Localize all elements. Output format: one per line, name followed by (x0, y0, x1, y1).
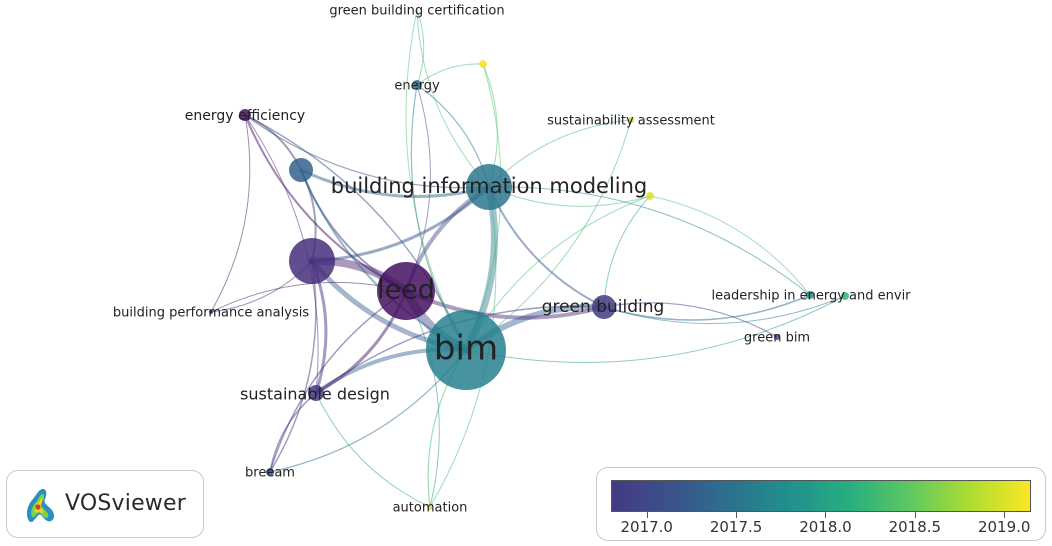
legend-tick-label: 2017.5 (709, 518, 763, 536)
link-leadership-bim_modeling (488, 186, 811, 296)
color-legend: 2017.0 2017.5 2018.0 2018.5 2019.0 (596, 467, 1046, 541)
vosviewer-logo-text: VOSviewer (65, 491, 186, 516)
legend-tick (914, 512, 916, 518)
link-breeam-leed (269, 290, 407, 473)
link-green_cert-bim (405, 9, 467, 351)
node-energy-efficiency[interactable] (239, 109, 251, 121)
label-bim[interactable]: bim (434, 329, 498, 369)
legend-tick (646, 512, 648, 518)
network-labels: bim leed building information modeling gree… (113, 4, 911, 516)
network-nodes (209, 60, 849, 510)
node-unlabeled-small[interactable] (289, 158, 313, 182)
link-yellow_mid-leadership (649, 195, 811, 296)
node-leadership[interactable] (806, 291, 814, 299)
color-scale-bar (611, 480, 1031, 512)
link-unlabeled_big-bim_modeling (310, 185, 491, 263)
link-automation-sustainable_design (315, 392, 431, 508)
link-green_cert-bim_modeling (416, 9, 490, 188)
node-automation[interactable] (427, 504, 433, 510)
node-sust-assessment[interactable] (628, 117, 634, 123)
label-bpa[interactable]: building performance analysis (113, 306, 309, 321)
label-green-cert[interactable]: green building certification (329, 4, 504, 19)
link-green_cert-energy (416, 9, 425, 86)
label-energy[interactable]: energy (394, 79, 440, 94)
link-energy_efficiency-leed (244, 114, 407, 292)
link-unlabeled_small-bim_modeling (299, 168, 491, 198)
link-green_building-green_dot (603, 295, 846, 325)
label-bim-modeling[interactable]: building information modeling (331, 174, 648, 198)
legend-tick-label: 2018.0 (799, 518, 852, 536)
vosviewer-logo: VOSviewer (6, 470, 204, 538)
legend-tick-label: 2019.0 (977, 518, 1031, 536)
link-green_building-green_bim (603, 302, 778, 338)
node-bim-modeling[interactable] (466, 164, 512, 210)
label-leadership[interactable]: leadership in energy and envir (711, 289, 911, 304)
node-green-bim[interactable] (774, 334, 780, 340)
node-yellow-mid[interactable] (646, 192, 654, 200)
link-green_building-bim_modeling (488, 186, 605, 308)
legend-tick (1004, 512, 1006, 518)
link-bpa-energy_efficiency (210, 114, 251, 313)
node-leed[interactable] (377, 262, 435, 320)
legend-tick-label: 2017.0 (620, 518, 673, 536)
label-green-building[interactable]: green building (542, 297, 665, 317)
label-breeam[interactable]: breeam (245, 466, 295, 481)
node-bpa[interactable] (209, 310, 213, 314)
link-energy_efficiency-bim_modeling (244, 114, 490, 189)
legend-tick (736, 512, 738, 518)
node-green-building[interactable] (592, 295, 616, 319)
node-energy[interactable] (412, 80, 422, 90)
link-unlabeled_yellow-energy (416, 63, 484, 86)
node-unlabeled-big[interactable] (289, 238, 335, 284)
link-green_dot-bim (465, 295, 846, 363)
label-energy-efficiency[interactable]: energy efficiency (185, 108, 305, 124)
node-sustainable-design[interactable] (308, 385, 324, 401)
label-leed[interactable]: leed (377, 275, 435, 306)
vosviewer-logo-icon (26, 489, 54, 523)
legend-tick-label: 2018.5 (888, 518, 942, 536)
label-green-bim[interactable]: green bim (744, 331, 810, 346)
node-bim[interactable] (426, 310, 506, 390)
label-sustainable-design[interactable]: sustainable design (240, 385, 390, 404)
legend-tick (825, 512, 827, 518)
label-sust-assessment[interactable]: sustainability assessment (547, 114, 715, 129)
node-green-dot[interactable] (841, 292, 849, 300)
link-breeam-unlabeled_big (269, 260, 317, 473)
link-green_building-leadership (603, 294, 811, 321)
node-unlabeled-yellow[interactable] (479, 60, 487, 68)
label-automation[interactable]: automation (393, 501, 468, 516)
node-breeam[interactable] (266, 468, 274, 476)
